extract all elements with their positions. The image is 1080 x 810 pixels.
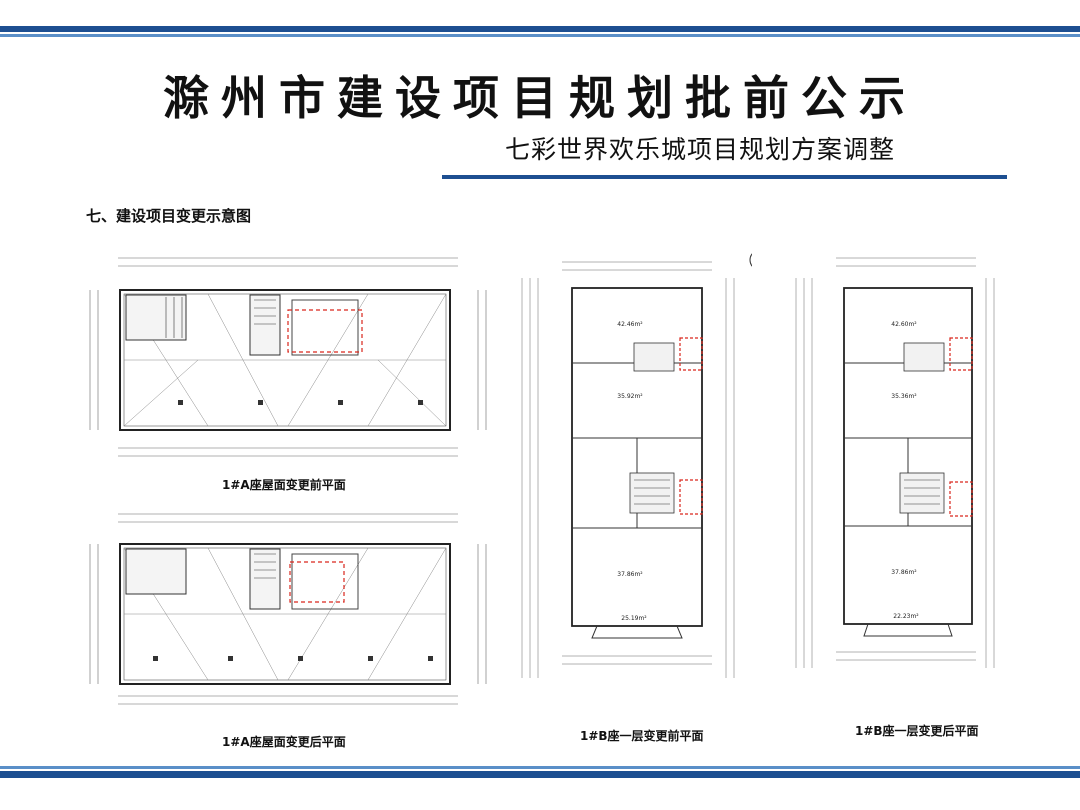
subtitle-underline xyxy=(442,175,1007,179)
room-area-label: 35.36m² xyxy=(891,393,917,400)
drawing-caption: 1#B座一层变更前平面 xyxy=(580,729,704,743)
room-area-label: 25.19m² xyxy=(621,615,647,622)
drawing-caption: 1#A座屋面变更前平面 xyxy=(222,478,346,492)
drawing-a-roof-before xyxy=(78,240,498,475)
room-area-label: 22.23m² xyxy=(893,613,919,620)
top-band xyxy=(0,26,1080,37)
drawing-b-floor-after: 42.60m² 35.36m² 37.86m² 22.23m² xyxy=(786,238,1016,708)
drawing-caption: 1#B座一层变更后平面 xyxy=(855,724,979,738)
bottom-band xyxy=(0,766,1080,778)
page-subtitle: 七彩世界欢乐城项目规划方案调整 xyxy=(505,135,896,164)
drawing-a-roof-after xyxy=(78,500,498,730)
room-area-label: 42.46m² xyxy=(617,321,643,328)
drawing-caption: 1#A座屋面变更后平面 xyxy=(222,735,346,749)
section-heading: 七、建设项目变更示意图 xyxy=(86,207,252,225)
page-title: 滁州市建设项目规划批前公示 xyxy=(163,71,917,125)
drawing-b-floor-before: 42.46m² 35.92m² 37.86m² 25.19m² xyxy=(512,238,752,718)
room-area-label: 37.86m² xyxy=(617,571,643,578)
room-area-label: 42.60m² xyxy=(891,321,917,328)
room-area-label: 37.86m² xyxy=(891,569,917,576)
room-area-label: 35.92m² xyxy=(617,393,643,400)
